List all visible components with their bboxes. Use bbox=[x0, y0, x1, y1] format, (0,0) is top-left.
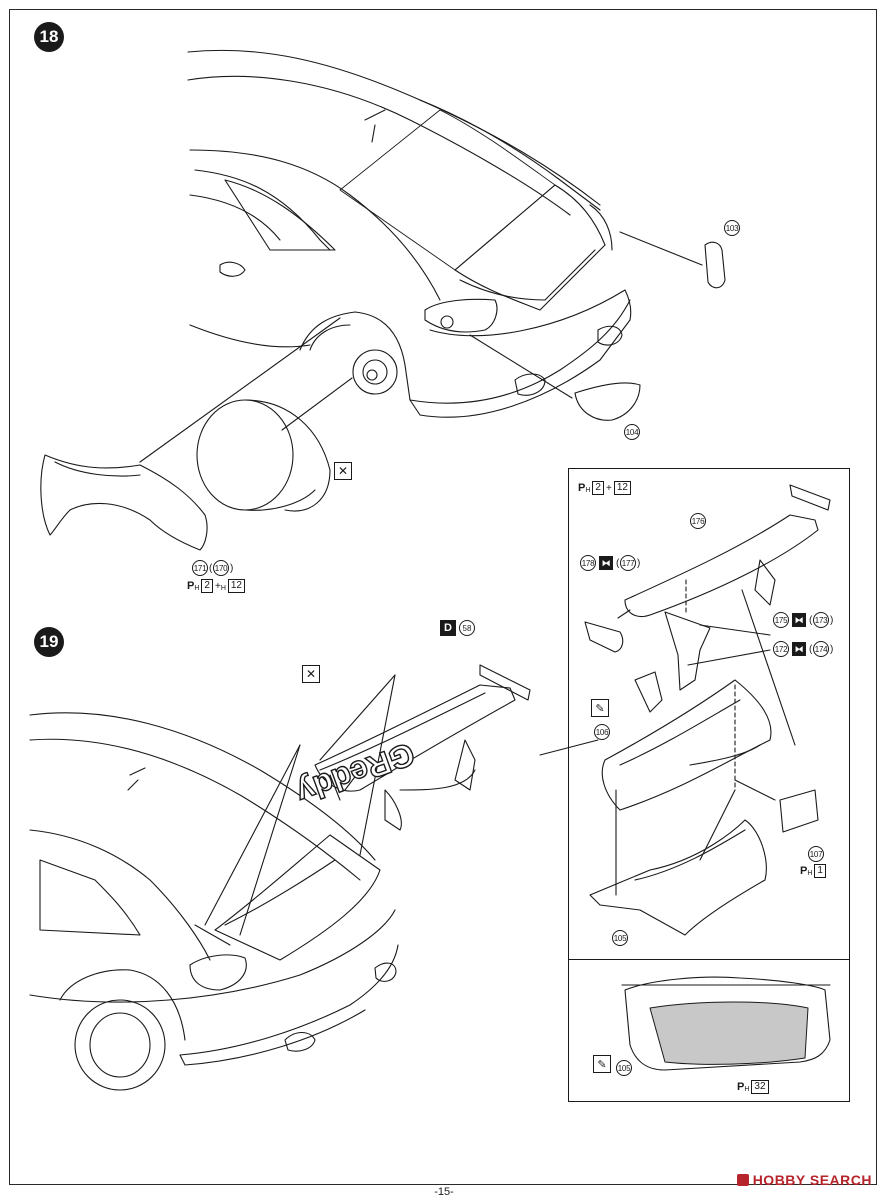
car-body-step19 bbox=[29, 712, 399, 1091]
part-105-label: 105 bbox=[612, 930, 628, 946]
part-175-label: 175 bbox=[773, 612, 789, 628]
part-172-label: 172 bbox=[773, 641, 789, 657]
paint-h-12: 12 bbox=[227, 579, 245, 593]
car-body-step18 bbox=[187, 49, 632, 418]
part-number-105-bottom: 105 bbox=[616, 1060, 632, 1076]
part-171-label: 171 bbox=[192, 560, 208, 576]
step-badge-19: 19 bbox=[34, 627, 64, 657]
flip-icon-175: ⧓ bbox=[792, 613, 806, 627]
greddy-logo-text: GReddy bbox=[292, 736, 420, 812]
paint-inset-12: 12 bbox=[613, 481, 631, 495]
cement-icon-18: ✕ bbox=[334, 462, 352, 480]
tire-step18 bbox=[196, 399, 331, 512]
cement-icon-19: ✕ bbox=[302, 665, 320, 683]
wing-assembly-19 bbox=[314, 664, 531, 831]
part-103-label: 103 bbox=[724, 220, 740, 236]
part-number-105: 105 bbox=[612, 930, 628, 946]
paint-inset-2: 2 bbox=[592, 481, 604, 495]
hobby-search-watermark: HOBBY SEARCH bbox=[736, 1172, 872, 1188]
part-176-label: 176 bbox=[690, 513, 706, 529]
page-number: -15- bbox=[434, 1186, 454, 1198]
part-number-106: 106 bbox=[594, 724, 610, 740]
inset-divider bbox=[568, 959, 850, 960]
part-106-label: 106 bbox=[594, 724, 610, 740]
part-number-107: 107 bbox=[808, 846, 824, 862]
part-number-172-174: 172 ⧓ (174) bbox=[773, 641, 833, 657]
part-104-label: 104 bbox=[624, 424, 640, 440]
page-frame bbox=[9, 9, 877, 1185]
flip-icon-172: ⧓ bbox=[792, 642, 806, 656]
plus-sign-inset: + bbox=[605, 482, 612, 494]
part-number-171-170: 171 (170) bbox=[192, 560, 233, 576]
part-178-label: 178 bbox=[580, 555, 596, 571]
watermark-text: HOBBY SEARCH bbox=[752, 1172, 872, 1188]
part-107-label: 107 bbox=[808, 846, 824, 862]
part-104-shape bbox=[574, 382, 641, 421]
paint-ph-1: 1 bbox=[814, 864, 826, 878]
part-number-104: 104 bbox=[624, 424, 640, 440]
plus-sign: + bbox=[214, 580, 221, 592]
part-177-label: 177 bbox=[620, 555, 637, 571]
decal-58: D 58 bbox=[440, 620, 475, 636]
spoiler-176 bbox=[624, 514, 819, 618]
paint-brush-icon-bottom: ✎ bbox=[593, 1055, 611, 1073]
part-number-175-173: 175 ⧓ (173) bbox=[773, 612, 833, 628]
part-105b-label: 105 bbox=[616, 1060, 632, 1076]
detail-inset-panel bbox=[568, 468, 850, 1102]
paint-ph-32: 32 bbox=[751, 1080, 769, 1094]
part-58-label: 58 bbox=[459, 620, 475, 636]
paint-brush-icon: ✎ bbox=[591, 699, 609, 717]
hobby-search-logo-icon bbox=[736, 1174, 749, 1186]
paint-ph-2: 2 bbox=[201, 579, 213, 593]
part-174-label: 174 bbox=[813, 641, 830, 657]
decal-d-icon: D bbox=[440, 620, 456, 636]
arrow-103 bbox=[619, 231, 703, 266]
part-number-176: 176 bbox=[690, 513, 706, 529]
part-170-label: 170 bbox=[213, 560, 230, 576]
part-number-103: 103 bbox=[724, 220, 740, 236]
step-badge-18: 18 bbox=[34, 22, 64, 52]
fender-flare-171 bbox=[40, 454, 208, 551]
flip-icon-178: ⧓ bbox=[599, 556, 613, 570]
part-103-shape bbox=[704, 241, 726, 289]
part-number-178-177: 178 ⧓ (177) bbox=[580, 555, 640, 571]
part-173-label: 173 bbox=[813, 612, 830, 628]
